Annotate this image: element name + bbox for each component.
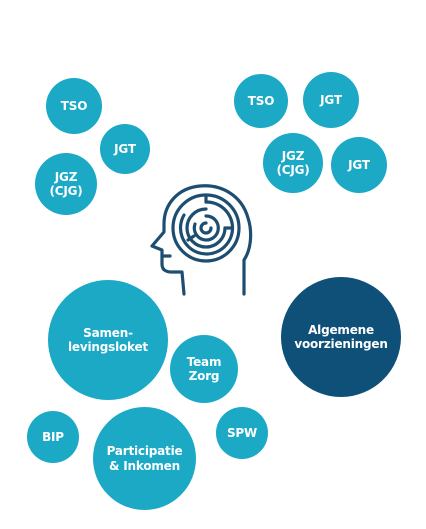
bubble-jgt-right-top: JGT bbox=[303, 72, 359, 128]
bubble-participatie-inkomen: Participatie & Inkomen bbox=[93, 407, 196, 510]
bubble-tso-left: TSO bbox=[46, 78, 102, 134]
bubble-jgt-left: JGT bbox=[100, 124, 150, 174]
bubble-spw: SPW bbox=[216, 407, 268, 459]
bubble-jgz-cjg-left: JGZ (CJG) bbox=[35, 153, 97, 215]
bubble-team-zorg: Team Zorg bbox=[170, 335, 238, 403]
head-with-maze-brain-icon bbox=[150, 184, 253, 296]
bubble-bip: BIP bbox=[27, 411, 79, 463]
bubble-samenlevingsloket: Samen- levingsloket bbox=[48, 280, 168, 400]
bubble-tso-right: TSO bbox=[234, 74, 288, 128]
bubble-jgt-right-bottom: JGT bbox=[331, 137, 387, 193]
bubble-jgz-cjg-right: JGZ (CJG) bbox=[263, 133, 323, 193]
bubble-algemene-voorzieningen: Algemene voorzieningen bbox=[281, 277, 401, 397]
